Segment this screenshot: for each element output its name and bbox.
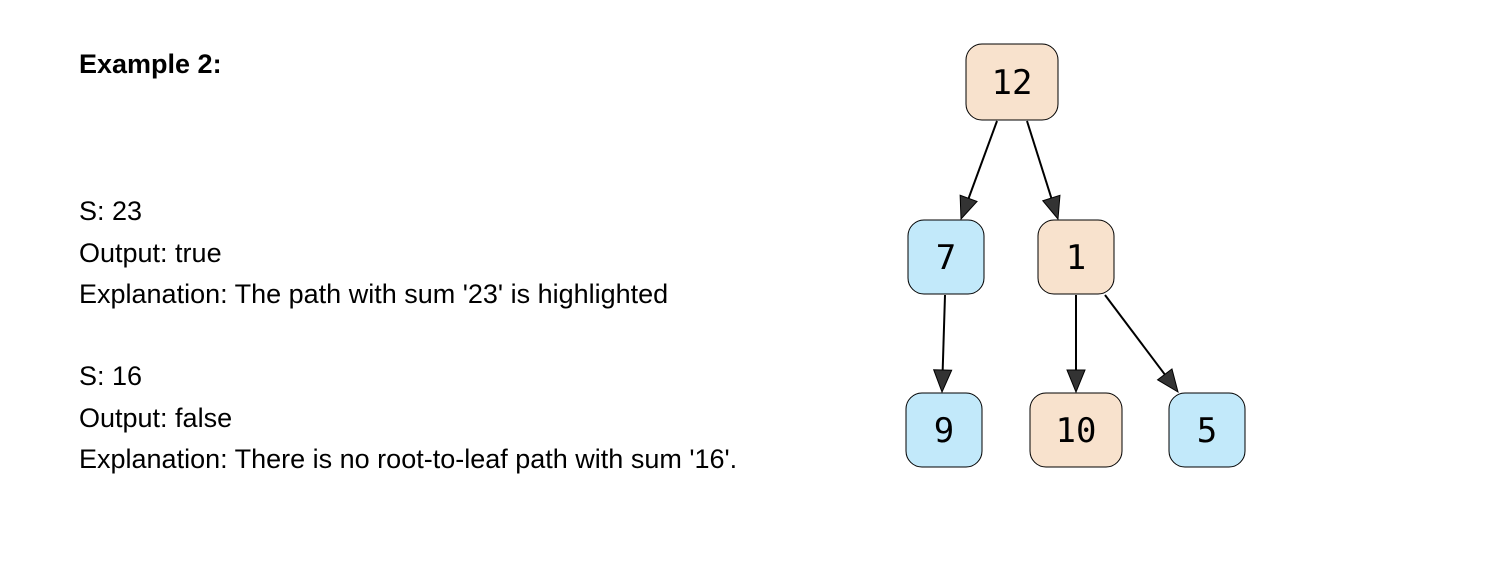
tree-edge-n1-n5 xyxy=(1104,294,1179,394)
edge-line xyxy=(967,120,998,199)
node-label: 1 xyxy=(1066,238,1086,278)
node-label: 9 xyxy=(934,411,954,451)
tree-edge-n1-n10 xyxy=(1066,295,1086,394)
tree-node-1: 1 xyxy=(1037,219,1115,295)
tree-node-7: 7 xyxy=(907,219,985,295)
arrowhead-icon xyxy=(1041,194,1061,221)
example-heading: Example 2: xyxy=(79,49,222,79)
tree-nodes: 12 7 1 9 10 5 xyxy=(905,43,1246,468)
node-label: 5 xyxy=(1197,411,1217,451)
tree-edge-n12-n7 xyxy=(959,120,998,221)
output-line: Output: false xyxy=(79,402,233,433)
edge-line xyxy=(1026,120,1053,199)
tree-node-12: 12 xyxy=(965,43,1059,121)
arrowhead-icon xyxy=(1066,369,1086,394)
target-sum-line: S: 16 xyxy=(79,361,143,391)
example-case-2: S: 16 Output: false Explanation: There i… xyxy=(79,356,737,481)
node-label: 7 xyxy=(936,238,956,278)
tree-edges xyxy=(932,120,1179,394)
explanation-line: Explanation: The path with sum '23' is h… xyxy=(79,279,669,309)
target-sum-line: S: 23 xyxy=(79,196,143,226)
output-line: Output: true xyxy=(79,237,222,268)
arrowhead-icon xyxy=(1156,368,1179,394)
tree-edge-n12-n1 xyxy=(1026,120,1061,221)
example-case-1: S: 23 Output: true Explanation: The path… xyxy=(79,191,668,316)
highlighted-node-box xyxy=(1029,392,1123,468)
edge-line xyxy=(1104,294,1166,376)
arrowhead-icon xyxy=(959,194,978,221)
node-label: 10 xyxy=(1056,411,1097,451)
node-label: 12 xyxy=(992,63,1033,103)
highlighted-node-box xyxy=(1037,219,1115,295)
arrowhead-icon xyxy=(932,369,953,394)
edge-line xyxy=(941,294,946,371)
tree-node-5: 5 xyxy=(1168,392,1246,468)
tree-edge-n7-n9 xyxy=(932,294,953,394)
node-box xyxy=(907,219,985,295)
highlighted-node-box xyxy=(965,43,1059,121)
node-box xyxy=(1168,392,1246,468)
node-box xyxy=(905,392,983,468)
tree-node-9: 9 xyxy=(905,392,983,468)
explanation-line: Explanation: There is no root-to-leaf pa… xyxy=(79,444,738,474)
tree-node-10: 10 xyxy=(1029,392,1123,468)
